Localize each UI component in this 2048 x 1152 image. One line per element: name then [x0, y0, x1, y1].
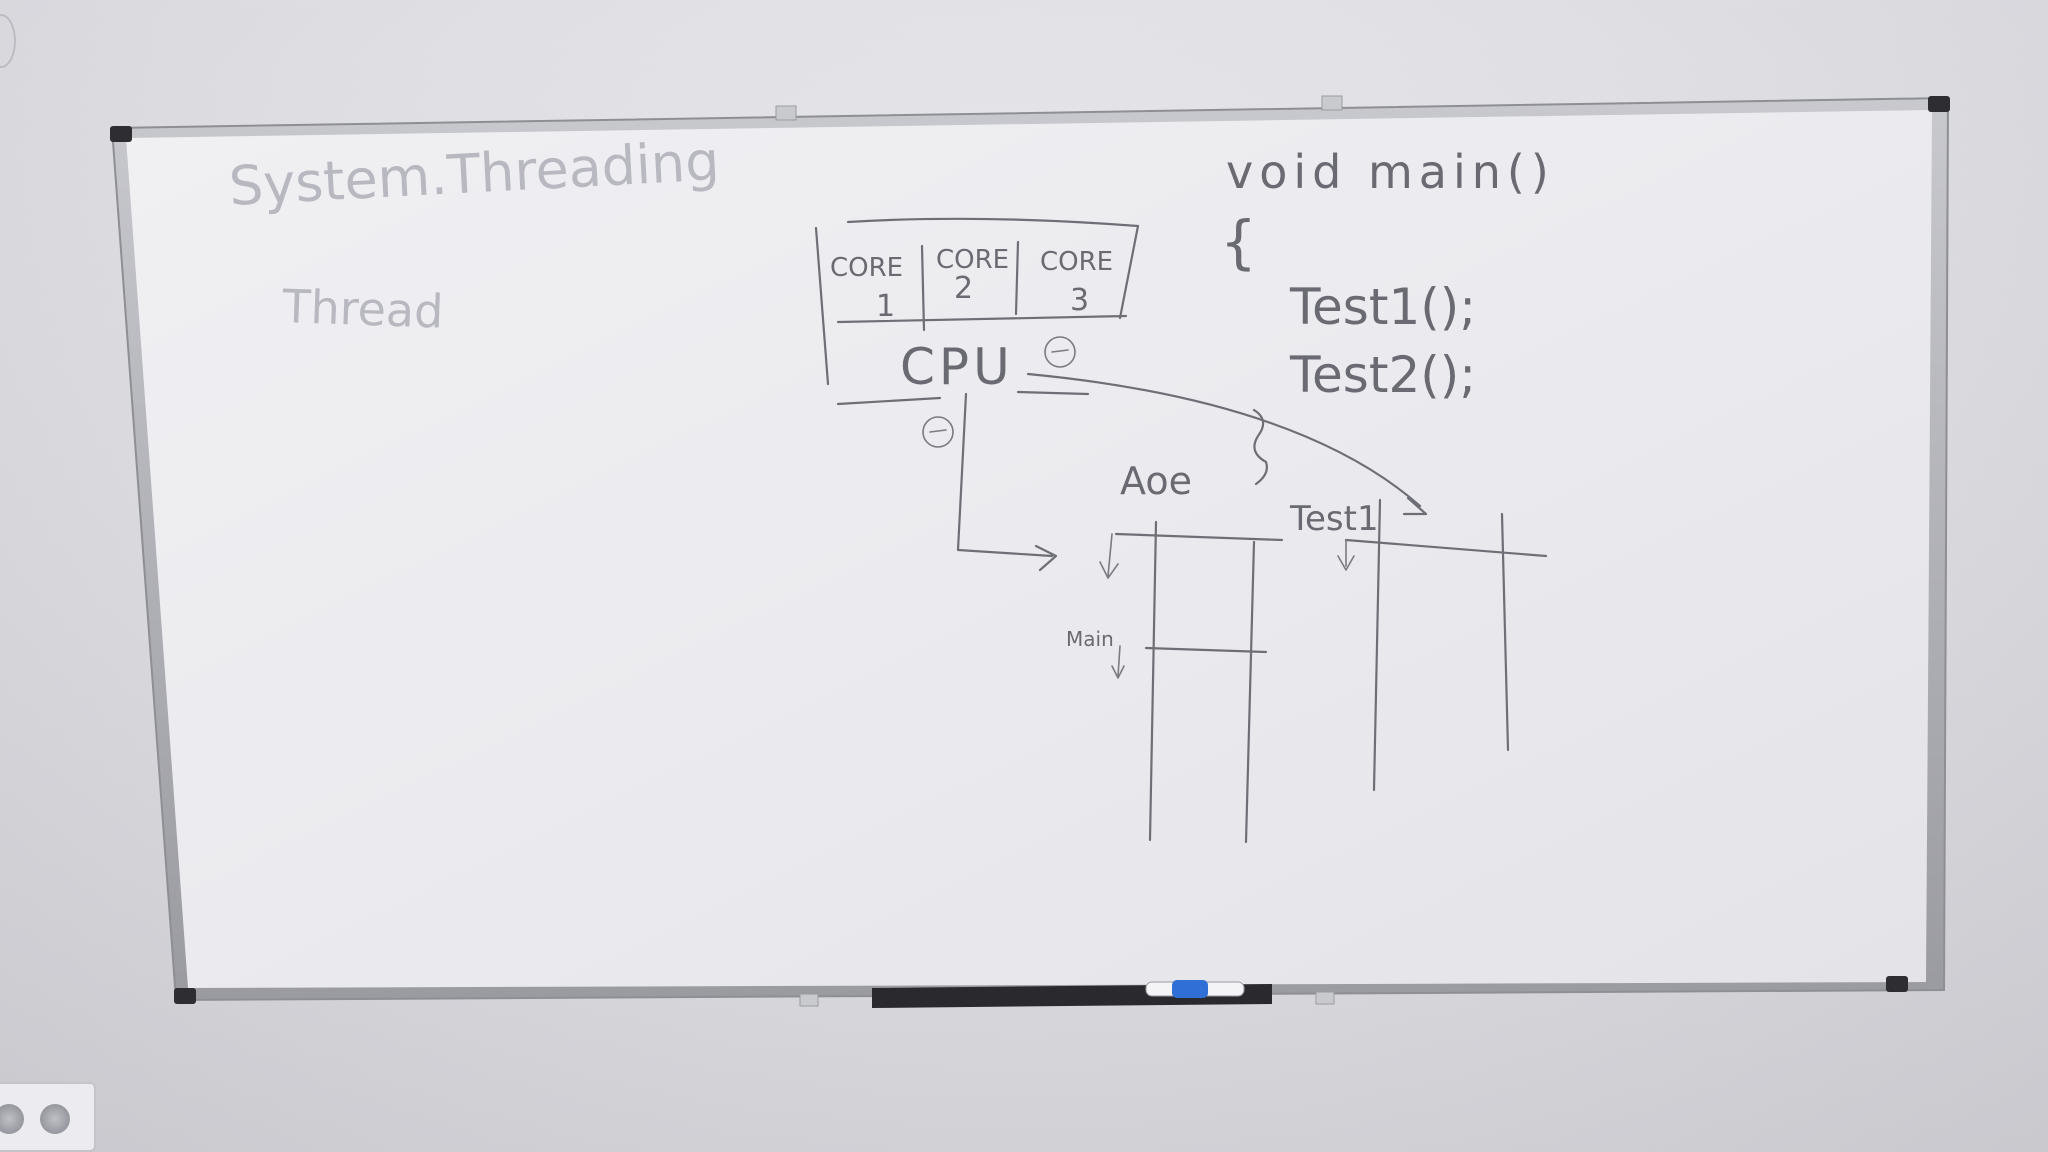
- hanging-clip-right: [1321, 95, 1343, 111]
- word-thread: Thread: [281, 279, 445, 339]
- side-note-arrow: [1111, 645, 1125, 679]
- core-2-number: 2: [954, 271, 973, 306]
- hanging-clip-left: [775, 105, 797, 121]
- cpu-diagram: CORE 1 CORE 2 CORE 3 CPU: [814, 217, 1140, 448]
- whiteboard-surface: [126, 110, 1932, 988]
- arrow-cpu-to-left-stack: [956, 392, 1058, 572]
- code-line-test1: Test1();: [1289, 278, 1476, 336]
- frame-corner-bottom-right: [1886, 976, 1908, 992]
- right-stack-col-left: [1372, 498, 1382, 792]
- clock-icon-left-hand: [929, 429, 947, 433]
- thread-stack-right: Test1: [1289, 498, 1548, 792]
- left-stack-down-arrow: [1099, 533, 1119, 579]
- marker-cap: [1172, 980, 1208, 998]
- core-1-number: 1: [876, 289, 895, 324]
- side-note-main: Main: [1066, 627, 1114, 651]
- core-1-label: CORE: [830, 253, 903, 283]
- wall-power-socket: [0, 1082, 96, 1152]
- right-stack-col-right: [1500, 512, 1510, 752]
- squiggle: [1252, 408, 1268, 486]
- left-stack-top-line: [1114, 532, 1284, 542]
- left-stack-title: Aoe: [1120, 459, 1192, 503]
- code-line-void-main: void main(): [1226, 145, 1555, 199]
- clock-icon-left: [922, 416, 954, 448]
- cpu-label: CPU: [900, 338, 1014, 396]
- socket-outlet-left: [0, 1104, 24, 1134]
- cpu-box-outline: [814, 217, 1140, 386]
- core-divider-1: [920, 244, 926, 332]
- bottom-clip-right: [1315, 991, 1335, 1005]
- clock-icon-right: [1044, 336, 1076, 368]
- thread-stack-left: Aoe Main: [1066, 459, 1284, 844]
- frame-corner-top-right: [1928, 96, 1950, 112]
- clock-icon-right-hand: [1051, 349, 1069, 353]
- cpu-underline-right: [1016, 390, 1090, 396]
- socket-outlet-right: [40, 1104, 70, 1134]
- code-open-brace: {: [1220, 208, 1257, 276]
- left-stack-divider: [1144, 646, 1268, 654]
- right-stack-title: Test1: [1289, 499, 1379, 539]
- core-3-number: 3: [1070, 283, 1089, 318]
- core-3-label: CORE: [1040, 247, 1113, 277]
- core-2-label: CORE: [936, 245, 1009, 275]
- code-line-test2: Test2();: [1289, 346, 1476, 404]
- frame-corner-top-left: [110, 126, 132, 142]
- left-stack-col-right: [1244, 540, 1256, 844]
- bottom-clip-left: [799, 993, 819, 1007]
- left-stack-col-left: [1148, 520, 1158, 842]
- core-divider-2: [1014, 240, 1020, 316]
- right-stack-down-arrow: [1337, 539, 1355, 571]
- frame-corner-bottom-left: [174, 988, 196, 1004]
- cpu-underline-left: [836, 396, 942, 406]
